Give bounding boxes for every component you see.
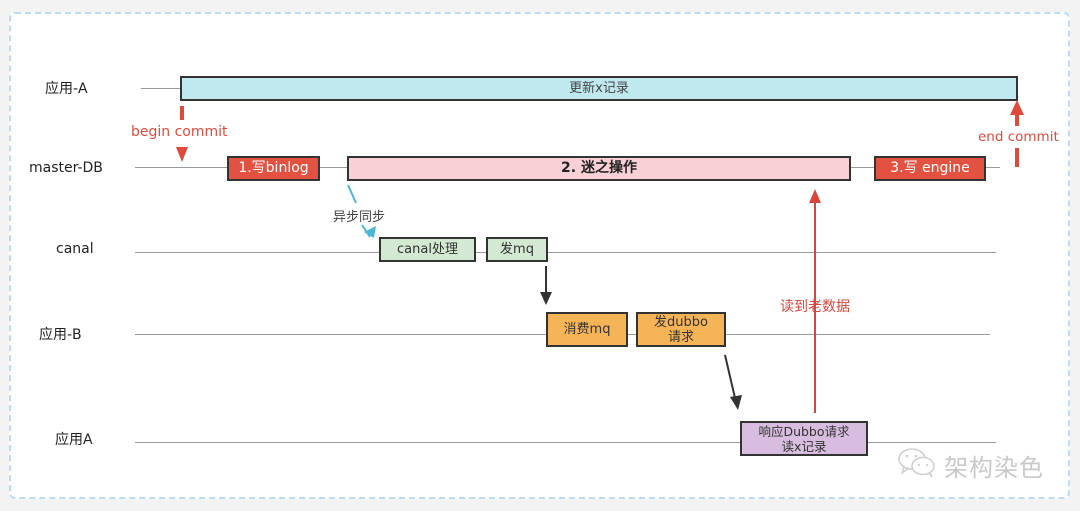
lane-line-app-a (141, 88, 181, 89)
mystery-operation-label: 2. 迷之操作 (561, 160, 637, 176)
watermark: 架构染色 (896, 446, 1044, 484)
async-sync-label: 异步同步 (333, 210, 386, 225)
lane-label-canal: canal (56, 241, 94, 257)
send-dubbo-label-line2: 请求 (667, 329, 694, 345)
lane-label-app-a2: 应用A (55, 432, 93, 448)
send-mq-box: 发mq (486, 237, 548, 262)
respond-dubbo-box: 响应Dubbo请求 读x记录 (740, 421, 868, 456)
respond-dubbo-label-line2: 读x记录 (781, 438, 827, 454)
respond-dubbo-label-line1: 响应Dubbo请求 (758, 423, 850, 439)
lane-line-canal (135, 252, 996, 253)
send-mq-label: 发mq (500, 242, 534, 257)
write-engine-label: 3.写 engine (890, 160, 970, 176)
write-binlog-label: 1.写binlog (238, 160, 309, 176)
watermark-text: 架构染色 (944, 453, 1044, 482)
end-commit-label: end commit (978, 129, 1059, 145)
write-binlog-box: 1.写binlog (227, 156, 320, 181)
lane-label-app-b: 应用-B (39, 327, 82, 343)
begin-commit-label: begin commit (131, 124, 228, 140)
wechat-icon (896, 446, 938, 484)
update-record-label: 更新x记录 (569, 81, 629, 96)
write-engine-box: 3.写 engine (874, 156, 986, 181)
consume-mq-box: 消费mq (546, 312, 628, 347)
canal-process-box: canal处理 (379, 237, 476, 262)
mystery-operation-box: 2. 迷之操作 (347, 156, 851, 181)
lane-line-app-a2 (135, 442, 996, 443)
lane-label-master-db: master-DB (29, 160, 103, 176)
send-dubbo-label-line1: 发dubbo (654, 314, 708, 330)
canal-process-label: canal处理 (397, 242, 458, 257)
update-record-box: 更新x记录 (180, 76, 1018, 101)
read-old-data-label: 读到老数据 (778, 296, 852, 316)
consume-mq-label: 消费mq (563, 322, 611, 337)
lane-label-app-a: 应用-A (45, 81, 88, 97)
send-dubbo-request-box: 发dubbo 请求 (636, 312, 726, 347)
